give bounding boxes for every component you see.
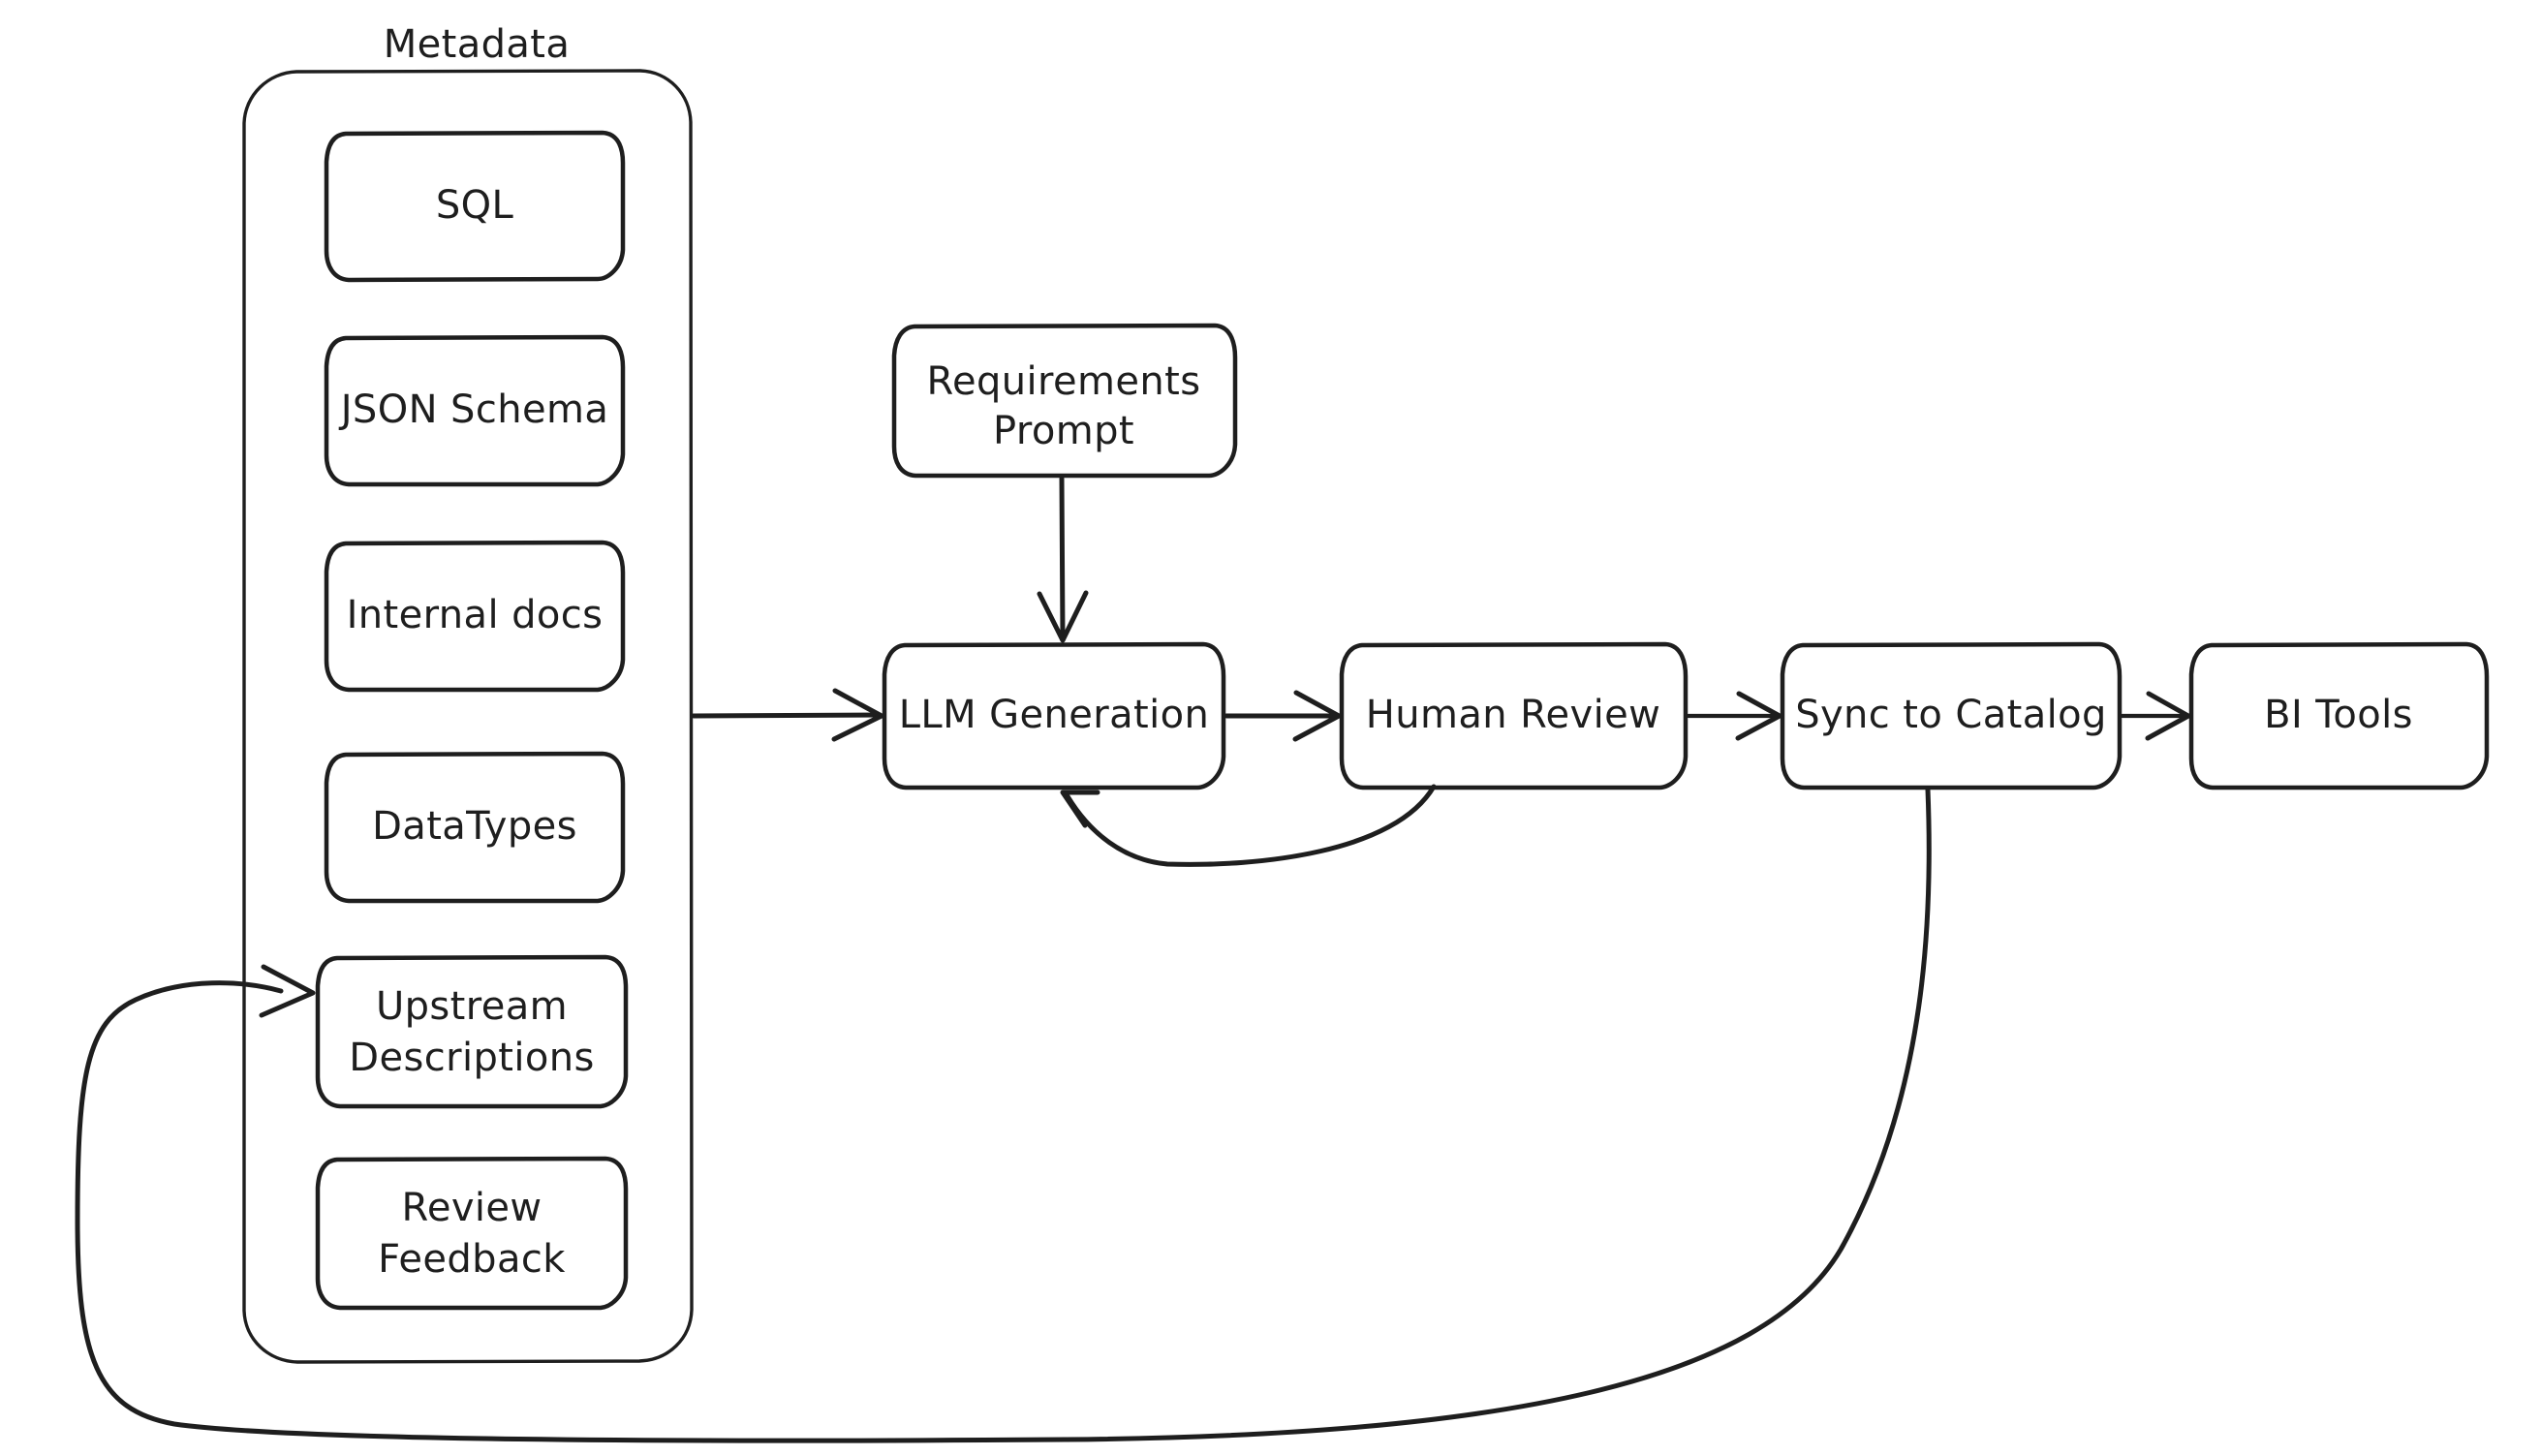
metadata-item-datatypes-shape bbox=[324, 751, 626, 904]
metadata-item-review-feedback[interactable]: Review Feedback bbox=[315, 1156, 629, 1311]
node-sync-to-catalog-label: Sync to Catalog bbox=[1795, 693, 2107, 737]
edge-review-feedback-to-llm-arrowhead bbox=[1060, 790, 1100, 828]
edge-llm-to-review bbox=[1224, 690, 1342, 742]
metadata-item-internal-docs[interactable]: Internal docs bbox=[324, 540, 626, 693]
edge-llm-to-review-arrowhead bbox=[1292, 690, 1342, 742]
metadata-item-review-feedback-label-line1: Review bbox=[401, 1186, 542, 1230]
edge-catalog-to-upstream-line bbox=[75, 787, 1932, 1443]
metadata-item-json-schema-shape bbox=[324, 334, 626, 487]
edge-review-to-sync-arrowhead bbox=[1735, 691, 1782, 741]
metadata-item-upstream-descriptions-shape bbox=[315, 954, 629, 1109]
node-bi-tools-shape bbox=[2188, 641, 2490, 790]
edge-review-to-sync bbox=[1686, 691, 1782, 741]
edge-prompt-to-llm-arrowhead bbox=[1037, 590, 1089, 643]
edge-review-feedback-to-llm bbox=[1060, 784, 1437, 867]
node-sync-to-catalog[interactable]: Sync to Catalog bbox=[1780, 641, 2123, 790]
metadata-item-json-schema-label: JSON Schema bbox=[338, 387, 609, 432]
edge-prompt-to-llm bbox=[1037, 476, 1089, 643]
node-llm-generation-label: LLM Generation bbox=[899, 693, 1210, 737]
node-llm-generation-shape bbox=[882, 641, 1226, 790]
node-llm-generation[interactable]: LLM Generation bbox=[882, 641, 1226, 790]
node-requirements-prompt-shape bbox=[891, 323, 1238, 479]
metadata-item-json-schema[interactable]: JSON Schema bbox=[324, 334, 626, 487]
metadata-item-datatypes-label: DataTypes bbox=[372, 804, 577, 849]
metadata-item-sql[interactable]: SQL bbox=[324, 130, 626, 283]
edge-catalog-to-upstream-arrowhead bbox=[259, 964, 316, 1018]
node-requirements-prompt-label-line2: Prompt bbox=[993, 409, 1134, 453]
edge-metadata-to-llm bbox=[691, 688, 884, 742]
node-human-review[interactable]: Human Review bbox=[1339, 641, 1689, 790]
node-bi-tools[interactable]: BI Tools bbox=[2188, 641, 2490, 790]
metadata-item-upstream-descriptions[interactable]: Upstream Descriptions bbox=[315, 954, 629, 1109]
metadata-item-review-feedback-shape bbox=[315, 1156, 629, 1311]
edge-metadata-to-llm-arrowhead bbox=[831, 688, 884, 742]
metadata-item-review-feedback-label-line2: Feedback bbox=[378, 1237, 566, 1282]
node-sync-to-catalog-shape bbox=[1780, 641, 2123, 790]
metadata-group-label: Metadata bbox=[384, 22, 571, 67]
edge-sync-to-bi bbox=[2120, 691, 2191, 741]
metadata-item-sql-shape bbox=[324, 130, 626, 283]
metadata-item-sql-label: SQL bbox=[436, 183, 514, 228]
metadata-item-upstream-descriptions-label-line2: Descriptions bbox=[349, 1036, 594, 1080]
metadata-item-datatypes[interactable]: DataTypes bbox=[324, 751, 626, 904]
edge-metadata-to-llm-line bbox=[691, 712, 883, 719]
metadata-item-internal-docs-label: Internal docs bbox=[347, 593, 604, 637]
node-bi-tools-label: BI Tools bbox=[2264, 693, 2413, 737]
edge-review-feedback-to-llm-line bbox=[1065, 784, 1437, 867]
metadata-item-upstream-descriptions-label-line1: Upstream bbox=[376, 984, 568, 1029]
node-requirements-prompt[interactable]: Requirements Prompt bbox=[891, 323, 1238, 479]
node-human-review-shape bbox=[1339, 641, 1689, 790]
node-human-review-label: Human Review bbox=[1366, 693, 1661, 737]
edge-sync-to-bi-arrowhead bbox=[2145, 691, 2191, 741]
node-requirements-prompt-label-line1: Requirements bbox=[927, 359, 1201, 404]
edge-catalog-to-upstream bbox=[75, 787, 1932, 1443]
metadata-item-internal-docs-shape bbox=[324, 540, 626, 693]
edge-prompt-to-llm-line bbox=[1059, 476, 1066, 641]
